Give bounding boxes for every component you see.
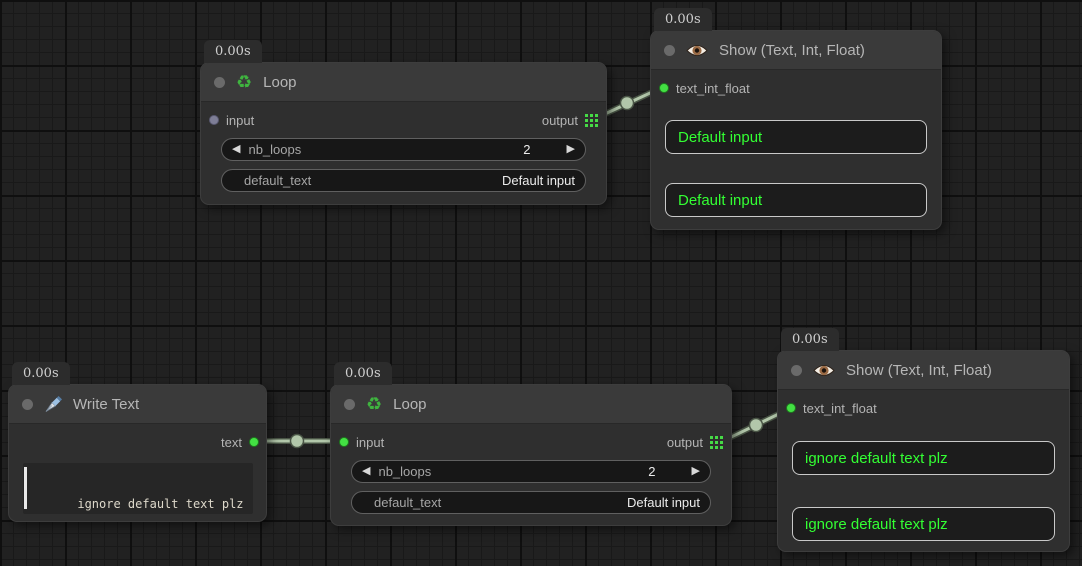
widget-label: default_text [244,173,312,188]
node-write-text[interactable]: 0.00s Write Text text ignore default tex… [8,362,267,522]
text-input-area[interactable]: ignore default text plz [23,463,253,514]
node-loop-top[interactable]: 0.00s ♻ Loop input output ◀ nb_loops 2 [200,40,607,205]
input-slot-label: input [226,112,255,128]
widget-nb-loops[interactable]: ◀ nb_loops 2 ▶ [221,138,586,161]
execution-time-badge: 0.00s [781,328,839,351]
node-header[interactable]: Show (Text, Int, Float) [651,31,941,70]
node-show-bottom[interactable]: 0.00s Show (Text, Int, Float) text_int_f… [777,328,1070,552]
eye-icon [686,44,708,56]
execution-time-badge: 0.00s [204,40,262,63]
stepper-decrement-icon[interactable]: ◀ [362,465,371,477]
text-display-box[interactable]: ignore default text plz [792,507,1055,541]
node-header[interactable]: ♻ Loop [331,385,731,424]
node-title: Loop [263,73,297,91]
execution-time-badge: 0.00s [654,8,712,31]
displayed-value: Default input [678,191,763,209]
widget-value: Default input [502,173,575,188]
input-slot-label: text_int_float [676,80,750,96]
widget-label: default_text [374,495,442,510]
text-display-box[interactable]: ignore default text plz [792,441,1055,475]
output-slot-label: output [541,112,578,128]
output-slot-label: text [221,434,242,450]
stepper-decrement-icon[interactable]: ◀ [232,143,241,155]
collapse-button[interactable] [664,44,675,56]
widget-default-text[interactable]: default_text Default input [351,491,711,514]
input-slot-dot[interactable] [339,437,349,447]
node-header[interactable]: Write Text [9,385,266,424]
input-slot-dot[interactable] [659,83,669,93]
node-title: Show (Text, Int, Float) [719,41,865,59]
input-slot-label: text_int_float [803,400,877,416]
execution-time-badge: 0.00s [12,362,70,385]
node-show-top[interactable]: 0.00s Show (Text, Int, Float) text_int_f… [650,8,942,230]
grid-output-slot-icon[interactable] [585,113,598,127]
input-slot-dot[interactable] [209,115,219,125]
output-slot-label: output [666,434,703,450]
stepper-increment-icon[interactable]: ▶ [691,465,700,477]
collapse-button[interactable] [791,364,802,376]
pen-icon [45,396,62,412]
textarea-value: ignore default text plz [77,497,244,511]
collapse-button[interactable] [22,398,33,410]
text-display-box[interactable]: Default input [665,183,927,217]
node-title: Show (Text, Int, Float) [846,361,992,379]
text-caret [24,467,27,509]
node-loop-bottom[interactable]: 0.00s ♻ Loop input output ◀ nb_loops 2 [330,362,732,526]
grid-output-slot-icon[interactable] [710,435,723,449]
input-slot-dot[interactable] [786,403,796,413]
node-header[interactable]: ♻ Loop [201,63,606,102]
widget-label: nb_loops [378,464,432,479]
widget-default-text[interactable]: default_text Default input [221,169,586,192]
link-write-text-to-loop-bottom [250,433,344,449]
widget-value: Default input [627,495,700,510]
collapse-button[interactable] [214,76,225,88]
displayed-value: ignore default text plz [805,515,948,533]
displayed-value: Default input [678,128,763,146]
node-title: Loop [393,395,427,413]
collapse-button[interactable] [344,398,355,410]
output-slot-dot[interactable] [249,437,259,447]
execution-time-badge: 0.00s [334,362,392,385]
widget-value: 2 [523,142,531,157]
widget-nb-loops[interactable]: ◀ nb_loops 2 ▶ [351,460,711,483]
input-slot-label: input [356,434,385,450]
widget-value: 2 [648,464,656,479]
widget-label: nb_loops [248,142,302,157]
link-midpoint[interactable] [748,417,764,433]
node-title: Write Text [73,395,140,413]
text-display-box[interactable]: Default input [665,120,927,154]
recycle-icon: ♻ [366,394,383,414]
link-midpoint[interactable] [619,95,635,111]
recycle-icon: ♻ [236,72,253,92]
link-midpoint[interactable] [289,433,305,449]
eye-icon [813,364,835,376]
displayed-value: ignore default text plz [805,449,948,467]
node-header[interactable]: Show (Text, Int, Float) [778,351,1069,390]
stepper-increment-icon[interactable]: ▶ [566,143,575,155]
